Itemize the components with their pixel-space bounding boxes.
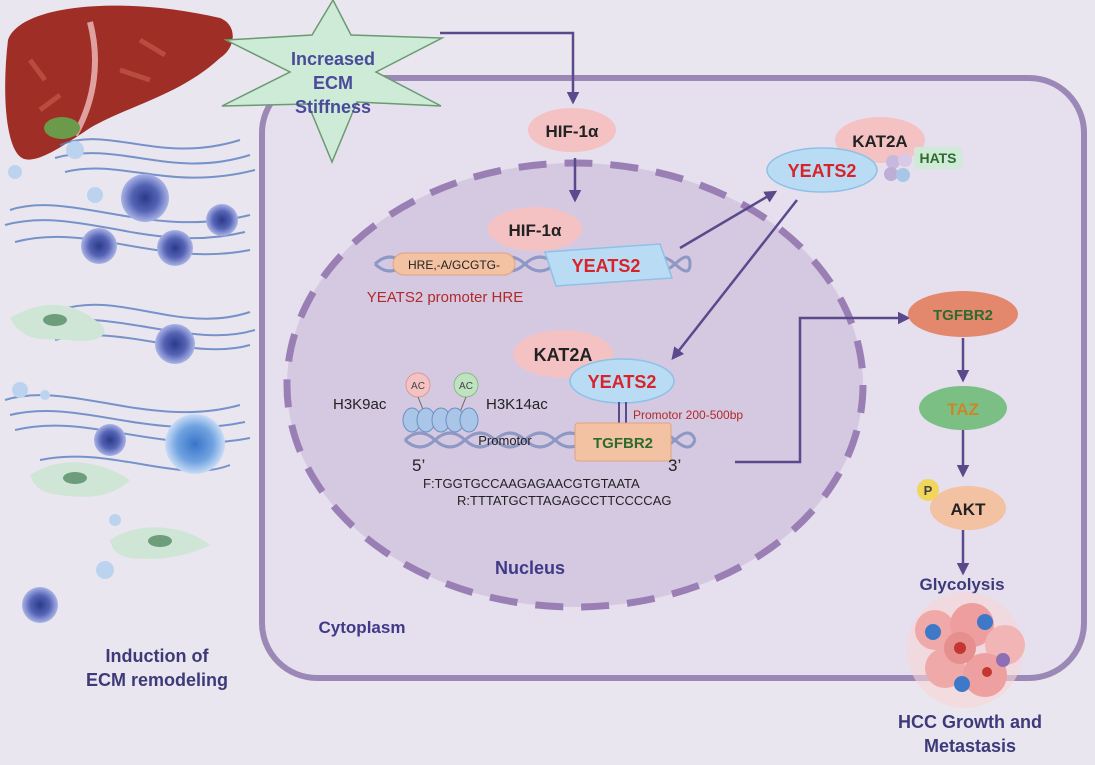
- signaling-pathway: TGFBR2 TAZ AKT P Glycolysis: [908, 291, 1018, 594]
- arrow-star-to-hif: [440, 31, 580, 105]
- tgfbr2-gene-label: TGFBR2: [593, 435, 653, 452]
- kat2a-nuclear-label: KAT2A: [534, 345, 593, 365]
- ecm-caption-line2: ECM remodeling: [86, 670, 228, 690]
- immune-cell: [81, 228, 117, 264]
- arrow-yeats2-to-nucleus: [671, 199, 798, 360]
- phospho-icon: [917, 479, 939, 501]
- star-line1: Increased: [291, 49, 375, 69]
- tgfbr2-receptor: [908, 291, 1018, 337]
- cytoplasm-label: Cytoplasm: [319, 618, 406, 637]
- liver-lobe-detail: [72, 21, 98, 137]
- nucleus-label: Nucleus: [495, 558, 565, 578]
- star-line3: Stiffness: [295, 97, 371, 117]
- hre-box: [392, 252, 516, 276]
- tgfbr2-receptor-label: TGFBR2: [933, 307, 993, 324]
- nucleosomes: [402, 407, 479, 433]
- complex-yeats2: [766, 147, 878, 193]
- complex-kat2a-label: KAT2A: [852, 132, 907, 151]
- arrow-tgfbr2-to-membrane: [735, 311, 911, 464]
- hif1a-nuclear-label: HIF-1α: [509, 221, 563, 240]
- acetyl-mark-2-label: AC: [459, 381, 473, 392]
- reverse-primer: R:TTTATGCTTAGAGCCTTCCCCAG: [457, 493, 671, 508]
- complex-kat2a: [835, 117, 925, 163]
- promotor-range-label: Promotor 200-500bp: [633, 408, 743, 422]
- ecm-stiffness-star: Increased ECM Stiffness: [221, 0, 445, 164]
- hats-label-box: [914, 147, 962, 169]
- gallbladder-icon: [44, 117, 80, 139]
- arrows: [440, 31, 970, 576]
- outcome-line1: HCC Growth and: [898, 712, 1042, 732]
- immune-cell: [206, 204, 238, 236]
- yeats2-promoter-hre-label: YEATS2 promoter HRE: [367, 289, 523, 306]
- yeats2-nuclear-label: YEATS2: [588, 372, 657, 392]
- five-prime-label: 5’: [412, 456, 425, 475]
- ecm-panel: Induction of ECM remodeling: [4, 5, 256, 690]
- immune-cell: [165, 414, 225, 474]
- tgfbr2-gene-block: [574, 422, 672, 462]
- taz-label: TAZ: [947, 400, 979, 419]
- star-shape: [221, 0, 445, 164]
- phospho-label: P: [924, 483, 933, 498]
- complex-yeats2-label: YEATS2: [788, 161, 857, 181]
- tumor-cluster-icon: [907, 592, 1025, 708]
- akt-node: [930, 486, 1006, 530]
- yeats2-gene-block: [543, 243, 674, 287]
- glycolysis-label: Glycolysis: [919, 575, 1004, 594]
- hre-sequence: HRE,-A/GCGTG-: [408, 258, 500, 272]
- hif1a-cytoplasm-label: HIF-1α: [546, 122, 600, 141]
- akt-label: AKT: [951, 500, 987, 519]
- hats-label: HATS: [919, 150, 956, 166]
- immune-cell: [22, 587, 58, 623]
- hats-icon: [884, 153, 912, 182]
- h3k14ac-label: H3K14ac: [486, 396, 548, 413]
- promotor-label: Promotor: [478, 433, 532, 448]
- h3k9ac-label: H3K9ac: [333, 396, 387, 413]
- three-prime-label: 3’: [668, 456, 681, 475]
- liver-icon: [5, 5, 233, 160]
- immune-cell: [155, 324, 195, 364]
- yeats2-gene-label: YEATS2: [572, 256, 641, 276]
- immune-cell: [157, 230, 193, 266]
- yeats2-nuclear: [569, 358, 675, 404]
- hif1a-cytoplasm: [528, 108, 616, 152]
- immune-cell: [121, 174, 169, 222]
- arrow-promoter-to-yeats2: [679, 190, 778, 250]
- hif1a-nuclear: [488, 207, 582, 251]
- forward-primer: F:TGGTGCCAAGAGAACGTGTAATA: [423, 476, 640, 491]
- taz-node: [919, 386, 1007, 430]
- immune-cell: [94, 424, 126, 456]
- acetyl-mark-1-label: AC: [411, 381, 425, 392]
- kat2a-yeats2-complex: KAT2A YEATS2 HATS: [766, 117, 962, 193]
- ecm-caption-line1: Induction of: [106, 646, 210, 666]
- star-line2: ECM: [313, 73, 353, 93]
- outcome-line2: Metastasis: [924, 736, 1016, 756]
